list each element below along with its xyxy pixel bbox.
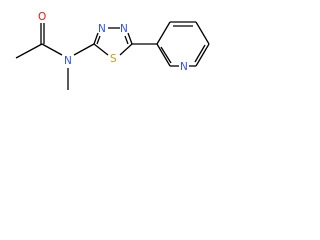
bond-py-c3b-c3 [156,21,171,45]
bond-py-c3-c4 [156,43,171,67]
bond-py-c3-c4-inner [160,46,172,64]
bond-py-c5-c4b [195,21,210,45]
bond-py-c6-c5 [195,43,210,67]
bond-n4-c5-inner [124,35,129,45]
thiadiazole-n4-atom-label: N [120,23,128,35]
bond-n4-c5 [127,32,133,45]
amide-nitrogen-atom-label: N [64,55,72,67]
bond-methyl-carbonyl [15,43,43,59]
oxygen-atom-label: O [38,11,46,23]
sulfur-atom-label: S [110,53,117,65]
bond-amide-n-ring [73,43,95,56]
bond-s1-c2 [93,43,109,56]
thiadiazole-n3-atom-label: N [98,23,106,35]
bond-c5-s1 [119,43,133,56]
bond-py-c6-c5-inner [194,44,206,63]
pyridine-nitrogen-atom-label: N [180,61,188,73]
bond-c2-n3 [93,32,99,45]
bond-carbonyl-amide-n [41,43,63,56]
bond-c2-n3-inner [96,35,101,45]
molecule-structure: O N N N S N [15,11,210,90]
